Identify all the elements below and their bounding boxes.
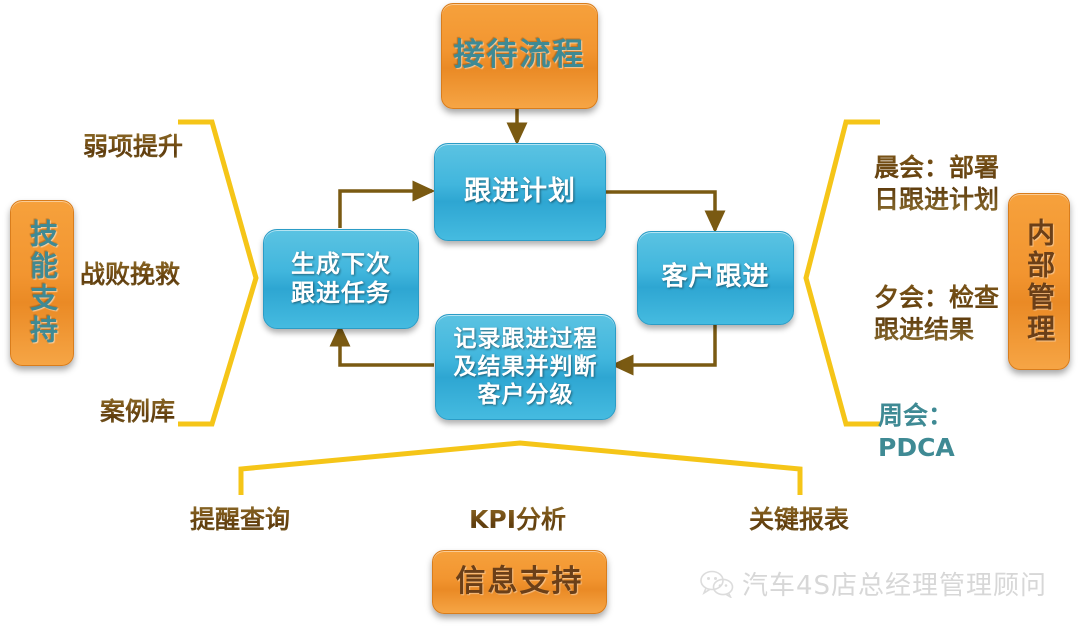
label-reminder-query: 提醒查询 [190,504,290,535]
process-box-customer-follow[interactable]: 客户跟进 [637,231,794,325]
label-key-reports: 关键报表 [749,504,849,535]
process-box-record[interactable]: 记录跟进过程 及结果并判断 客户分级 [435,314,616,420]
arrow-record-to-generate [329,323,434,367]
pillar-skill-support-label: 技能支持 [26,219,60,347]
wechat-icon [700,570,734,598]
label-weak-item-improve-text: 弱项提升 [83,132,184,161]
box-information-support-label: 信息支持 [455,563,584,599]
arrow-plan-to-customer [604,190,726,234]
bracket-right [803,119,880,427]
process-box-plan[interactable]: 跟进计划 [434,143,606,241]
watermark: 汽车4S店总经理管理顾问 [700,565,1047,602]
pillar-skill-support[interactable]: 技能支持 [10,200,74,366]
label-case-library-text: 案例库 [100,397,176,426]
label-kpi-analysis: KPI分析 [469,504,566,535]
process-box-plan-label: 跟进计划 [464,175,576,207]
process-box-generate-next-label: 生成下次 跟进任务 [291,249,391,307]
label-morning-meeting-text: 晨会：部署 日跟进计划 [874,153,1000,214]
label-case-library: 案例库 [100,396,175,427]
label-kpi-analysis-text: KPI分析 [469,505,566,534]
pillar-internal-management-label: 内部管理 [1023,217,1057,346]
label-evening-meeting-text: 夕会：检查 跟进结果 [874,283,1000,344]
label-morning-meeting: 晨会：部署 日跟进计划 [874,121,999,215]
pillar-internal-management[interactable]: 内部管理 [1008,193,1070,370]
label-weekly-meeting-text: 周会： PDCA [878,401,955,462]
arrow-customer-to-record [610,322,717,376]
process-box-generate-next[interactable]: 生成下次 跟进任务 [263,229,419,329]
arrow-generate-to-plan [338,180,436,228]
label-defeat-rescue: 战败挽救 [80,259,180,290]
watermark-label: 汽车4S店总经理管理顾问 [742,571,1048,601]
label-defeat-rescue-text: 战败挽救 [80,260,181,289]
label-key-reports-text: 关键报表 [749,505,850,534]
label-evening-meeting: 夕会：检查 跟进结果 [874,251,999,345]
bracket-bottom [238,440,803,495]
box-reception-process-label: 接待流程 [453,37,586,74]
process-box-customer-follow-label: 客户跟进 [661,262,770,293]
process-box-record-label: 记录跟进过程 及结果并判断 客户分级 [453,325,598,409]
box-information-support[interactable]: 信息支持 [432,550,607,614]
label-weekly-meeting: 周会： PDCA [878,369,955,463]
label-weak-item-improve: 弱项提升 [83,131,183,162]
bracket-left [178,119,259,427]
box-reception-process[interactable]: 接待流程 [441,3,598,109]
label-reminder-query-text: 提醒查询 [190,505,291,534]
